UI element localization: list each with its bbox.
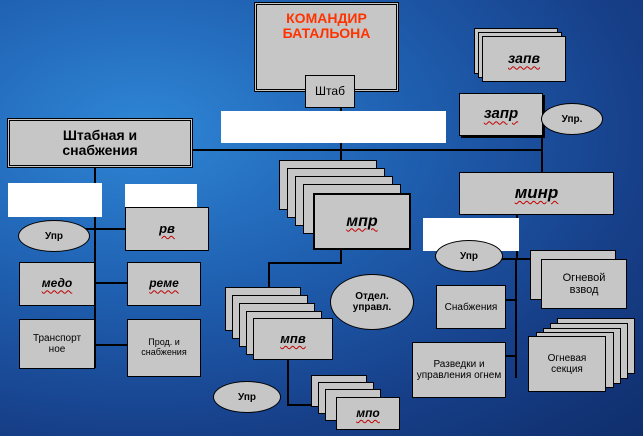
blank-box <box>221 111 446 143</box>
connector <box>541 136 543 172</box>
zapr-box: запр <box>459 93 543 136</box>
transportnoe-label: Транспорт ное <box>32 333 82 355</box>
mpr-label: мпр <box>346 212 378 230</box>
medo-box: медо <box>19 262 95 306</box>
minr-box: минр <box>459 172 614 215</box>
rv-label: рв <box>159 220 175 236</box>
upr-mpv-label: Упр <box>238 391 256 403</box>
upr-left-ellipse: Упр <box>18 220 90 252</box>
connector <box>340 150 342 162</box>
mpo-box: мпо <box>336 397 400 430</box>
zapv-label: запв <box>508 50 540 67</box>
connector <box>268 262 270 292</box>
blank-box <box>8 183 102 217</box>
mpv-box: мпв <box>253 318 333 360</box>
ognevaya-sekciya-label: Огневая секция <box>547 353 587 375</box>
connector <box>476 258 542 260</box>
zapr-label: запр <box>483 105 519 123</box>
connector <box>74 282 128 284</box>
snabzheniya-box: Снабжения <box>436 285 506 329</box>
medo-label: медо <box>41 276 73 291</box>
shtab-label: Штаб <box>315 83 345 98</box>
razvedki-box: Разведки и управления огнем <box>412 342 506 398</box>
otdel-uprav-ellipse: Отдел. управл. <box>330 274 414 330</box>
connector <box>268 262 342 264</box>
transportnoe-box: Транспорт ное <box>19 319 95 369</box>
zapv-box: запв <box>482 36 566 82</box>
connector <box>193 149 543 151</box>
upr-minr-ellipse: Упр <box>435 240 503 272</box>
snabzheniya-label: Снабжения <box>444 301 498 313</box>
upr-zapr-label: Упр. <box>561 113 583 125</box>
prod-snabzheniya-label: Прод. и снабжения <box>141 337 187 357</box>
connector <box>86 344 128 346</box>
ognevoy-vzvod-box: Огневой взвод <box>541 259 627 309</box>
mpo-label: мпо <box>356 405 380 420</box>
connector <box>287 360 289 404</box>
shtabnaya-box: Штабная и снабжения <box>7 118 193 168</box>
connector <box>340 250 342 262</box>
upr-zapr-ellipse: Упр. <box>541 103 603 135</box>
ognevaya-sekciya-box: Огневая секция <box>528 336 606 392</box>
rv-box: рв <box>125 207 209 251</box>
connector <box>80 228 128 230</box>
otdel-uprav-label: Отдел. управл. <box>352 291 392 313</box>
mpr-box: мпр <box>313 193 411 250</box>
connector <box>504 299 516 301</box>
reme-label: реме <box>149 276 179 291</box>
upr-minr-label: Упр <box>460 250 478 262</box>
shtab-box: Штаб <box>305 75 355 108</box>
connector <box>515 258 517 378</box>
connector <box>503 355 516 357</box>
shtabnaya-label: Штабная и снабжения <box>62 126 138 158</box>
ognevoy-vzvod-label: Огневой взвод <box>562 271 606 296</box>
prod-snabzheniya-box: Прод. и снабжения <box>127 319 201 377</box>
razvedki-label: Разведки и управления огнем <box>416 359 502 381</box>
blank-box <box>125 184 197 208</box>
upr-left-label: Упр <box>45 230 63 242</box>
reme-box: реме <box>127 262 201 306</box>
connector <box>94 168 96 368</box>
commander-label: КОМАНДИР БАТАЛЬОНА <box>282 10 371 42</box>
mpv-label: мпв <box>280 330 306 346</box>
minr-label: минр <box>514 183 559 203</box>
upr-mpv-ellipse: Упр <box>213 381 281 413</box>
